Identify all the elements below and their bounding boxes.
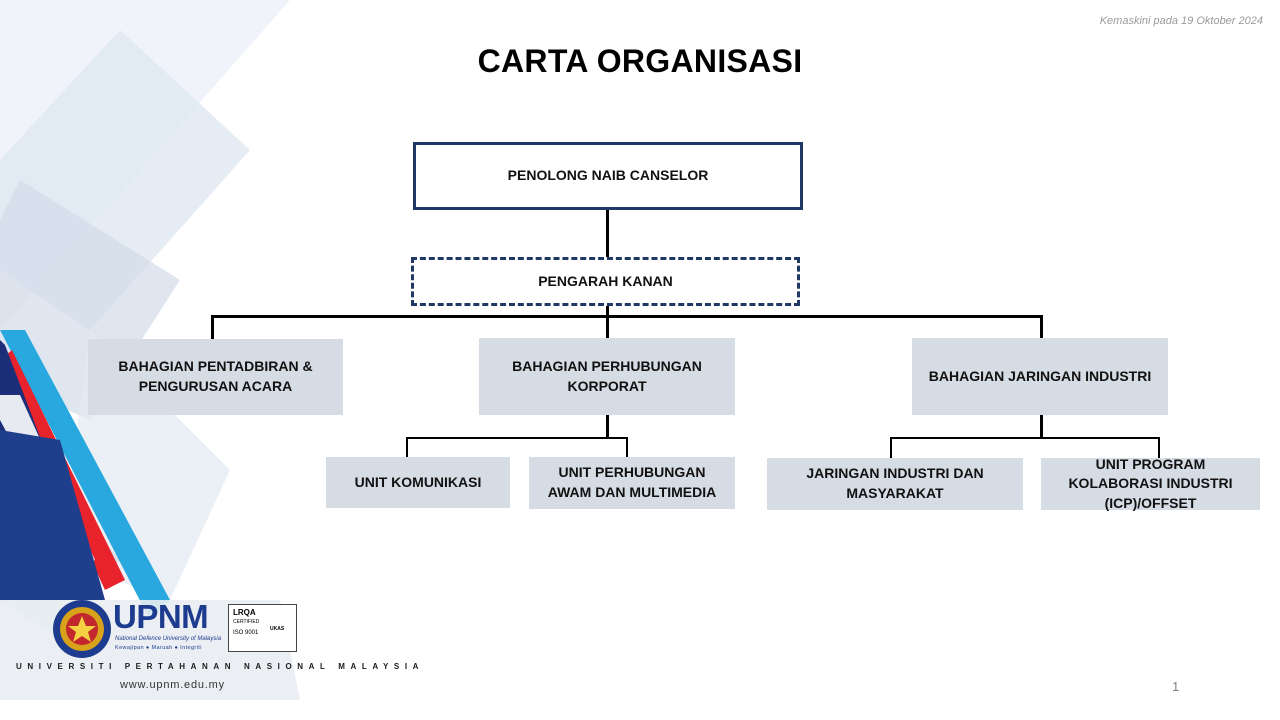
org-box-label: PENOLONG NAIB CANSELOR [507, 167, 709, 184]
page-number: 1 [1172, 679, 1180, 694]
org-box-unit-program-kolaborasi: UNIT PROGRAM KOLABORASI INDUSTRI (ICP)/O… [1041, 456, 1260, 511]
last-updated-text: Kemaskini pada 19 Oktober 2024 [1099, 15, 1263, 27]
cert-standard-text: ISO 9001 [233, 630, 259, 636]
org-box-label: PENGARAH KANAN [538, 272, 673, 289]
bg-light-panel-3 [0, 180, 180, 420]
org-box-label: BAHAGIAN JARINGAN INDUSTRI [928, 367, 1152, 384]
connector-to-unit-3 [890, 437, 892, 459]
connector-division-2-down [606, 414, 609, 439]
org-box-label: BAHAGIAN PENTADBIRAN & PENGURUSAN ACARA [118, 358, 313, 394]
connector-division-bus [211, 315, 1042, 318]
org-box-label: BAHAGIAN PERHUBUNGAN KORPORAT [512, 357, 702, 394]
connector-bus-to-division-3 [1040, 315, 1043, 339]
org-box-unit-komunikasi: UNIT KOMUNIKASI [326, 457, 510, 508]
org-box-label: UNIT KOMUNIKASI [354, 473, 482, 490]
org-box-penolong-naib-canselor: PENOLONG NAIB CANSELOR [413, 142, 803, 210]
org-box-label: UNIT PERHUBUNGAN AWAM DAN MULTIMEDIA [547, 464, 717, 500]
bg-blue-stripe [0, 330, 170, 620]
org-box-unit-perhubungan-awam: UNIT PERHUBUNGAN AWAM DAN MULTIMEDIA [529, 457, 735, 509]
connector-to-unit-2 [626, 437, 628, 458]
university-crest-logo [53, 600, 111, 658]
cert-status-text: CERTIFIED [233, 619, 260, 625]
org-box-unit-jaringan-masyarakat: JARINGAN INDUSTRI DAN MASYARAKAT [767, 458, 1023, 510]
org-box-division-perhubungan-korporat: BAHAGIAN PERHUBUNGAN KORPORAT [479, 338, 735, 415]
org-box-division-jaringan-industri: BAHAGIAN JARINGAN INDUSTRI [912, 338, 1168, 415]
bg-dark-blue-band [0, 430, 105, 600]
cert-accreditation-text: UKAS [270, 626, 285, 632]
org-box-pengarah-kanan: PENGARAH KANAN [411, 257, 800, 306]
university-name: UNIVERSITI PERTAHANAN NASIONAL MALAYSIA [16, 662, 425, 671]
connector-units-bus-left [406, 437, 628, 439]
org-box-label: UNIT PROGRAM KOLABORASI INDUSTRI (ICP)/O… [1068, 455, 1233, 511]
upnm-motto: Kewajipan ● Maruah ● Integriti [115, 645, 202, 651]
connector-top-to-director [606, 209, 609, 259]
connector-units-bus-right [890, 437, 1160, 439]
connector-division-3-down [1040, 414, 1043, 439]
upnm-logo-subtitle: National Defence University of Malaysia [115, 636, 222, 642]
page-title: CARTA ORGANISASI [477, 43, 803, 79]
connector-director-to-bus [606, 305, 609, 317]
connector-to-unit-4 [1158, 437, 1160, 459]
org-box-division-pentadbiran: BAHAGIAN PENTADBIRAN & PENGURUSAN ACARA [88, 339, 343, 415]
org-box-label: JARINGAN INDUSTRI DAN MASYARAKAT [806, 465, 984, 501]
cert-body-text: LRQA [233, 608, 256, 617]
upnm-logo-text: UPNM [113, 598, 209, 635]
connector-bus-to-division-1 [211, 315, 214, 339]
website-link[interactable]: www.upnm.edu.my [120, 679, 225, 691]
iso-certification-badge [228, 604, 297, 652]
connector-bus-to-division-2 [606, 315, 609, 339]
connector-to-unit-1 [406, 437, 408, 458]
